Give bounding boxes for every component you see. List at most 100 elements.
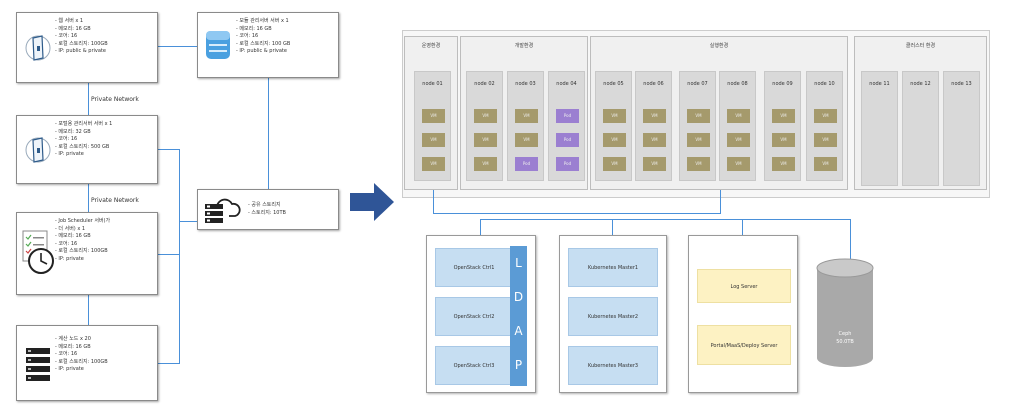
vm-block: VM: [515, 133, 538, 147]
vm-block: VM: [814, 157, 837, 171]
vm-block: VM: [422, 109, 445, 123]
database-server-icon: [204, 27, 232, 63]
development-panel: 개발환경 node 02 VM VM VM node 03 VM VM Pod …: [460, 36, 588, 190]
node-card: node 08 VM VM VM: [719, 71, 756, 181]
node-card: node 05 VM VM VM: [595, 71, 632, 181]
spec-line: 코어: 16: [236, 33, 290, 41]
panel-title: 클러스터 환경: [905, 43, 936, 49]
node-card: node 06 VM VM VM: [635, 71, 672, 181]
spec-line: 공유 스토리지: [248, 202, 286, 210]
spec-line: 계산 노드 x 20: [55, 336, 108, 344]
node-card: node 10 VM VM VM: [806, 71, 843, 181]
cluster-panel: 클러스터 환경 node 11 node 12 node 13: [854, 36, 987, 190]
node-card: node 03 VM VM Pod: [507, 71, 544, 181]
pod-block: Pod: [556, 109, 579, 123]
pod-block: Pod: [556, 133, 579, 147]
node-label: node 09: [772, 81, 793, 87]
ldap-letter: L: [515, 256, 522, 270]
spec-line: 로컬 스토리지: 100GB: [55, 248, 110, 256]
connector-line: [157, 363, 179, 364]
kubernetes-master: Kubernetes Master1: [568, 248, 658, 287]
node-label: node 03: [515, 81, 536, 87]
vm-block: VM: [687, 157, 710, 171]
pod-block: Pod: [556, 157, 579, 171]
vm-block: VM: [643, 109, 666, 123]
spec-line: 코어: 16: [55, 136, 112, 144]
spec-line: 로컬 스토리지: 500 GB: [55, 144, 112, 152]
node-label: node 01: [422, 81, 443, 87]
vm-block: VM: [727, 133, 750, 147]
node-label: node 12: [910, 81, 931, 87]
vm-block: VM: [687, 133, 710, 147]
openstack-controller: OpenStack Ctrl3: [435, 346, 513, 385]
node-card: node 09 VM VM VM: [764, 71, 801, 181]
service-server-group: Log Server Portal/MaaS/Deploy Server: [688, 235, 798, 393]
spec-line: 코어: 16: [55, 33, 108, 41]
log-server: Log Server: [697, 269, 791, 303]
node-card: node 02 VM VM VM: [466, 71, 503, 181]
node-card: node 04 Pod Pod Pod: [548, 71, 585, 181]
spec-line: IP: public & private: [236, 48, 290, 56]
portal-server-box: 포털용 관리서버 서버 x 1 메모리: 32 GB 코어: 16 로컬 스토리…: [16, 115, 158, 184]
panel-title: 운영환경: [421, 43, 441, 49]
node-card: node 12: [902, 71, 939, 186]
vm-block: VM: [814, 109, 837, 123]
ldap-letter: D: [513, 290, 524, 304]
connector-line: [88, 184, 89, 212]
ldap-bar: L D A P: [510, 246, 527, 386]
server-rack-icon: [25, 346, 51, 384]
node-card: node 13: [943, 71, 980, 186]
connector-line: [157, 254, 179, 255]
connector-line: [88, 295, 89, 325]
spec-line: 메모리: 32 GB: [55, 129, 112, 137]
spec-line: IP: private: [55, 366, 108, 374]
connector-line: [850, 219, 851, 263]
connector-line: [268, 78, 269, 193]
connector-line: [480, 219, 850, 220]
panel-title: 실행환경: [709, 43, 729, 49]
spec-line: 메모리: 16 GB: [236, 26, 290, 34]
spec-line: 로컬 스토리지: 100GB: [55, 359, 107, 367]
connector-line: [157, 46, 197, 47]
node-label: node 07: [687, 81, 708, 87]
network-label: Private Network: [91, 197, 139, 204]
spec-line: 더 서버) x 1: [55, 226, 110, 234]
server-tower-icon: [25, 29, 51, 67]
ldap-letter: A: [514, 324, 523, 338]
panel-title: 개발환경: [514, 43, 534, 49]
spec-line: 메모리: 16 GB: [55, 233, 110, 241]
shared-storage-box: 공유 스토리지 스토리지: 10TB: [197, 189, 339, 230]
node-label: node 04: [556, 81, 577, 87]
spec-line: 포털용 관리서버 서버 x 1: [55, 121, 112, 129]
vm-block: VM: [603, 133, 626, 147]
node-label: node 13: [951, 81, 972, 87]
node-card: node 11: [861, 71, 898, 186]
ceph-label: Ceph 50.0TB: [815, 330, 875, 346]
module-server-box: 모듈 관리서버 서버 x 1 메모리: 16 GB 코어: 16 로컬 스토리지…: [197, 12, 339, 78]
vm-block: VM: [727, 157, 750, 171]
spec-line: Job Scheduler 서버(가: [55, 218, 110, 226]
openstack-group: OpenStack Ctrl1 OpenStack Ctrl2 OpenStac…: [426, 235, 536, 393]
node-card: node 07 VM VM VM: [679, 71, 716, 181]
spec-line: 메모리: 16 GB: [55, 344, 108, 352]
vm-block: VM: [422, 157, 445, 171]
vm-block: VM: [814, 133, 837, 147]
vm-block: VM: [772, 109, 795, 123]
server-tower-icon: [25, 131, 51, 169]
operations-panel: 운영환경 node 01 VM VM VM: [404, 36, 458, 190]
compute-node-box: 계산 노드 x 20 메모리: 16 GB 코어: 16 로컬 스토리지: 10…: [16, 325, 158, 401]
vm-block: VM: [687, 109, 710, 123]
node-label: node 10: [814, 81, 835, 87]
flow-arrow-icon: [348, 181, 396, 223]
connector-line: [742, 219, 743, 235]
ceph-name: Ceph: [838, 331, 852, 337]
connector-line: [480, 219, 481, 235]
vm-block: VM: [474, 133, 497, 147]
ceph-storage-icon: [815, 258, 875, 370]
spec-line: 코어: 16: [55, 241, 110, 249]
spec-line: 스토리지: 10TB: [248, 210, 286, 218]
web-server-box: 웹 서버 x 1 메모리: 16 GB 코어: 16 로컬 스토리지: 100G…: [16, 12, 158, 83]
vm-block: VM: [603, 109, 626, 123]
spec-line: 코어: 16: [55, 351, 108, 359]
connector-line: [612, 219, 613, 235]
